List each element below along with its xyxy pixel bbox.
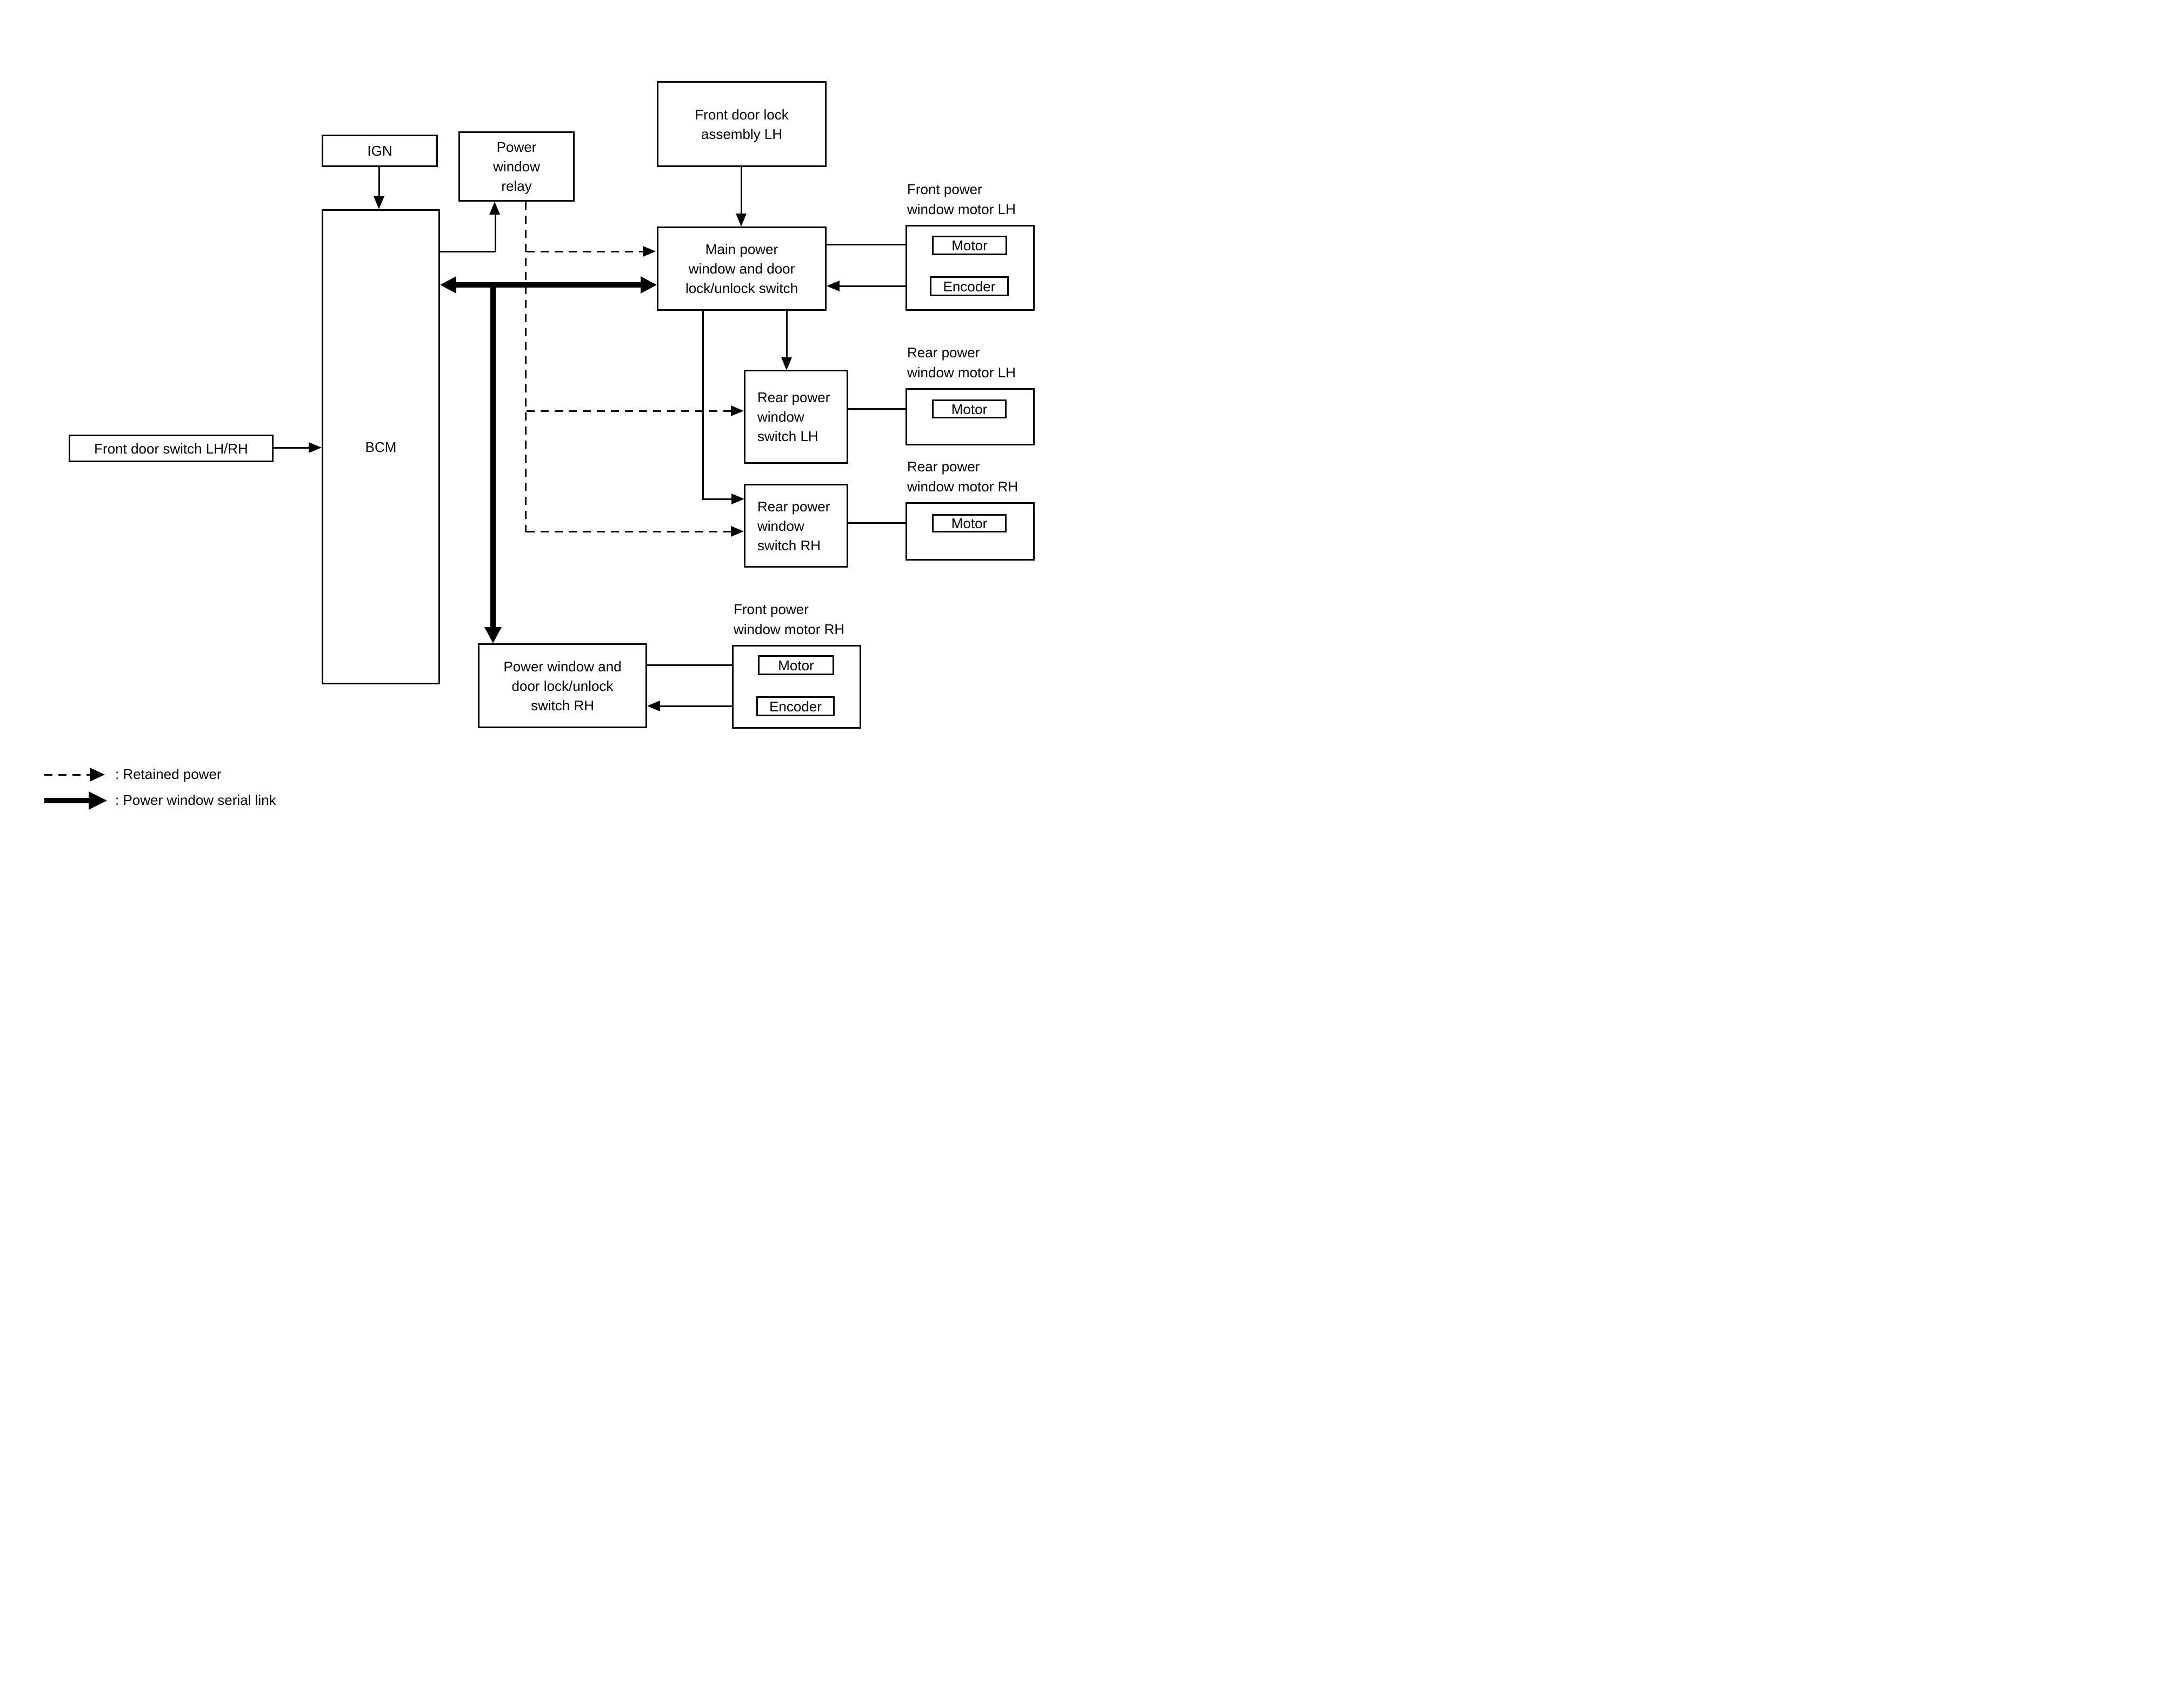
front-power-window-motor-lh-label: Front power window motor LH [907, 181, 1016, 217]
wire-bcm-to-relay-vertical [495, 214, 496, 252]
rear-power-window-motor-rh-group [905, 502, 1035, 561]
serial-arrowhead-right-icon [641, 276, 657, 294]
rear-power-window-switch-rh-box: Rear power window switch RH [744, 484, 848, 568]
wire-encoder-lh-to-main-switch [838, 285, 930, 287]
front-motor-lh-box: Motor [932, 236, 1007, 255]
legend-retained-power-line [44, 774, 90, 776]
front-door-lock-assembly-lh-box: Front door lock assembly LH [657, 81, 827, 167]
serial-link-bcm-main-switch [453, 282, 643, 288]
rear-power-window-motor-lh-label: Rear power window motor LH [907, 344, 1016, 381]
retained-power-to-rear-rh [527, 531, 731, 532]
arrowhead-right-icon [309, 442, 322, 453]
retained-power-trunk [525, 202, 527, 532]
wire-doorswitch-to-bcm [274, 447, 310, 449]
arrowhead-down-icon [736, 214, 747, 226]
arrowhead-up-icon [489, 202, 500, 215]
front-door-switch-box: Front door switch LH/RH [69, 435, 274, 462]
front-encoder-rh-box: Encoder [756, 696, 835, 716]
serial-link-branch-to-switch-rh [490, 285, 496, 628]
wire-main-switch-to-rear-rh-horizontal [702, 498, 733, 500]
arrowhead-left-icon [647, 701, 660, 711]
arrowhead-down-icon [374, 196, 384, 209]
arrowhead-right-icon [643, 246, 656, 257]
serial-arrowhead-left-icon [440, 276, 456, 294]
main-power-window-switch-box: Main power window and door lock/unlock s… [657, 226, 827, 311]
front-encoder-lh-box: Encoder [930, 276, 1009, 296]
retained-power-to-main-switch [527, 251, 643, 252]
legend-serial-link-label: : Power window serial link [115, 792, 276, 808]
arrowhead-right-icon [731, 405, 744, 416]
arrowhead-right-icon [731, 494, 744, 504]
wire-rear-lh-switch-to-motor [848, 408, 921, 410]
legend-retained-power-label: : Retained power [115, 766, 222, 782]
legend-serial-link-line [44, 798, 90, 803]
front-motor-rh-box: Motor [758, 655, 834, 675]
wire-main-switch-to-rear-rh-vertical [702, 311, 704, 500]
rear-power-window-motor-rh-label: Rear power window motor RH [907, 458, 1018, 495]
legend-serial-arrowhead-icon [89, 791, 107, 810]
wire-main-switch-to-front-motor-lh [827, 244, 922, 245]
wire-bcm-to-relay-horizontal [440, 251, 496, 252]
rear-power-window-switch-lh-box: Rear power window switch LH [744, 370, 848, 464]
rear-motor-rh-box: Motor [932, 514, 1007, 532]
front-power-window-motor-rh-label: Front power window motor RH [734, 601, 845, 637]
wire-encoder-rh-to-switch-rh [658, 705, 756, 707]
arrowhead-right-icon [731, 526, 744, 537]
wire-switch-rh-to-front-motor-rh [647, 664, 747, 666]
wire-doorlock-to-main-switch [741, 167, 742, 215]
ign-box: IGN [322, 135, 438, 167]
arrowhead-down-icon [781, 357, 792, 370]
wire-ign-to-bcm [378, 167, 380, 198]
legend-arrowhead-icon [90, 768, 105, 782]
retained-power-to-rear-lh [527, 410, 731, 412]
power-window-relay-box: Power window relay [458, 131, 575, 202]
rear-motor-lh-box: Motor [932, 399, 1007, 418]
wire-rear-rh-switch-to-motor [848, 522, 921, 524]
power-window-system-diagram: IGN Power window relay Front door lock a… [0, 0, 1092, 850]
bcm-box: BCM [322, 209, 440, 684]
arrowhead-left-icon [827, 281, 840, 291]
power-window-switch-rh-box: Power window and door lock/unlock switch… [478, 643, 647, 728]
wire-main-switch-to-rear-lh [786, 311, 788, 358]
serial-arrowhead-down-icon [484, 627, 502, 643]
